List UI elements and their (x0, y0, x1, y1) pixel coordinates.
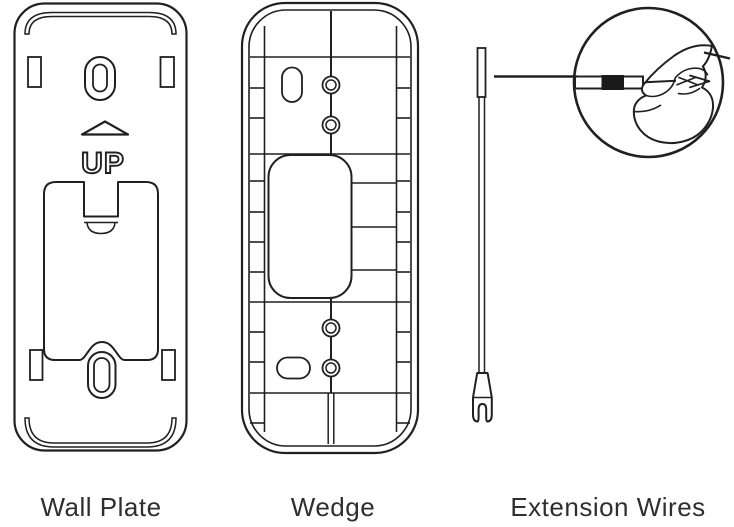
mount-slot-top-left (27, 56, 42, 88)
bare-wire (644, 79, 677, 84)
hand-twisting-wires-illustration (632, 44, 731, 145)
extension-wire (478, 94, 486, 374)
extension-wire-diagram (472, 6, 731, 423)
up-marking: UP (81, 147, 125, 180)
wire-twist-marks (676, 76, 699, 86)
wedge-diagram (240, 1, 420, 455)
wall-plate-top-rib (24, 11, 177, 35)
screw-hole-top-inner (92, 63, 108, 93)
screw-hole-bottom-inner (93, 357, 111, 393)
wedge-label: Wedge (290, 492, 376, 522)
wall-plate-diagram: UP (13, 2, 188, 452)
wedge-grid (250, 11, 410, 444)
clip-tab-curve (86, 222, 116, 235)
wedge-slot-hole-top (281, 66, 303, 103)
mount-slot-top-right (159, 56, 175, 88)
wrist-line (703, 51, 731, 60)
wedge-center-recess (267, 154, 353, 299)
wire-sleeve (476, 47, 487, 98)
mount-slot-bottom-left (29, 349, 44, 381)
wedge-inner-outline (248, 9, 412, 447)
wedge-screw-holes (321, 75, 341, 378)
wire-splice (574, 75, 644, 90)
mount-slot-bottom-right (161, 349, 176, 381)
wedge-outline (240, 1, 420, 455)
wedge-slot-hole-bottom (276, 356, 311, 380)
extension-wires-label: Extension Wires (510, 492, 706, 522)
up-arrow-icon (80, 120, 130, 136)
bracket-recess (43, 181, 159, 361)
wall-plate-label: Wall Plate (40, 492, 162, 522)
wall-plate-bottom-rib (24, 417, 177, 448)
